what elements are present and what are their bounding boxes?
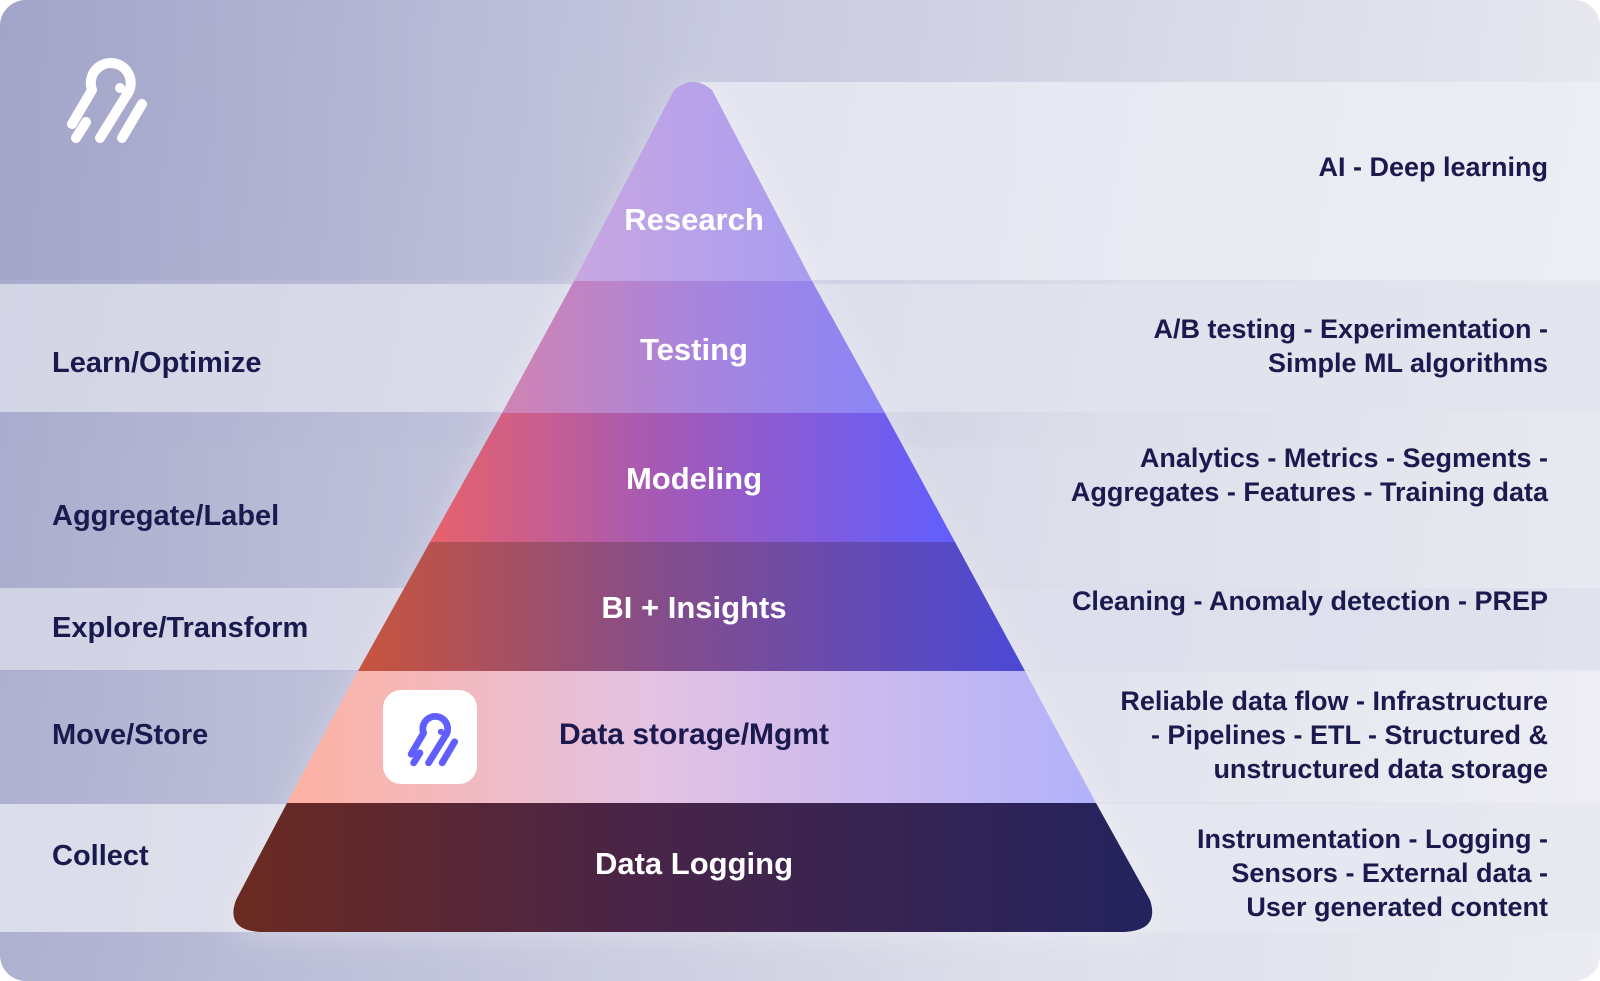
right-label-instrumentation: Instrumentation - Logging - Sensors - Ex… xyxy=(1197,822,1548,924)
tier-label-data-storage: Data storage/Mgmt xyxy=(558,718,830,751)
tier-shape-data-storage xyxy=(287,671,1096,803)
airbyte-app-icon xyxy=(383,690,477,784)
right-label-analytics: Analytics - Metrics - Segments - Aggrega… xyxy=(1071,441,1548,509)
left-label-aggregate-label: Aggregate/Label xyxy=(52,500,280,532)
right-label-line: AI - Deep learning xyxy=(1318,152,1548,182)
left-label-move-store: Move/Store xyxy=(52,719,209,751)
tier-shape-modeling xyxy=(430,413,955,542)
right-label-line: User generated content xyxy=(1246,892,1548,922)
tier-shape-research xyxy=(574,82,812,281)
tier-label-testing: Testing xyxy=(640,332,748,367)
left-label-explore-transform: Explore/Transform xyxy=(52,612,309,644)
left-label-learn-optimize: Learn/Optimize xyxy=(52,347,262,379)
tier-label-research: Research xyxy=(624,202,764,237)
right-label-cleaning: Cleaning - Anomaly detection - PREP xyxy=(1072,584,1548,618)
tier-shape-bi-insights xyxy=(358,542,1025,671)
right-label-line: - Pipelines - ETL - Structured & xyxy=(1150,720,1548,750)
tier-shape-data-logging xyxy=(233,803,1153,932)
tier-shape-testing xyxy=(502,281,885,413)
tier-label-modeling: Modeling xyxy=(625,461,763,496)
right-label-reliable-data-flow: Reliable data flow - Infrastructure - Pi… xyxy=(1120,684,1548,786)
right-label-line: Aggregates - Features - Training data xyxy=(1070,477,1548,507)
tier-label-bi-insights: BI + Insights xyxy=(601,590,787,625)
right-label-line: Simple ML algorithms xyxy=(1267,348,1548,378)
right-label-line: Analytics - Metrics - Segments - xyxy=(1139,443,1548,473)
right-label-line: Reliable data flow - Infrastructure xyxy=(1120,686,1548,716)
band-row-1-right xyxy=(700,82,1600,280)
tier-label-data-logging: Data Logging xyxy=(594,846,794,881)
right-label-line: Sensors - External data - xyxy=(1231,858,1548,888)
right-label-line: Cleaning - Anomaly detection - PREP xyxy=(1071,586,1548,616)
airbyte-logo-icon xyxy=(67,58,147,143)
right-label-line: unstructured data storage xyxy=(1213,754,1548,784)
right-label-ai: AI - Deep learning xyxy=(1318,150,1548,184)
left-label-collect: Collect xyxy=(52,840,149,872)
right-label-testing: A/B testing - Experimentation - Simple M… xyxy=(1153,312,1548,380)
right-label-line: A/B testing - Experimentation - xyxy=(1153,314,1548,344)
right-label-line: Instrumentation - Logging - xyxy=(1197,824,1548,854)
